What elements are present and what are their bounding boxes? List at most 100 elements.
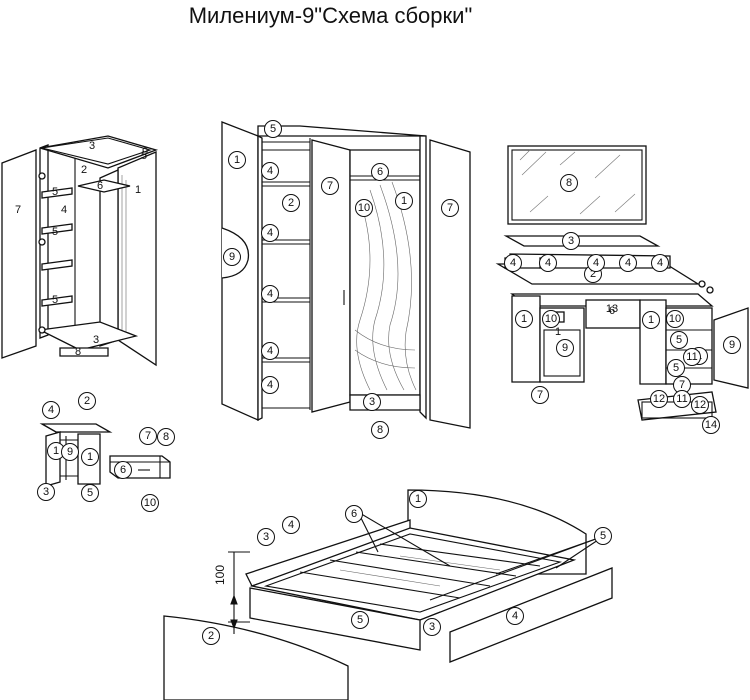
part-label-text: 4 xyxy=(593,257,599,269)
part-label-circle xyxy=(345,505,363,523)
part-label-circle xyxy=(261,376,279,394)
bed-part-label: 5 xyxy=(351,611,369,629)
part-label-circle xyxy=(363,393,381,411)
dresser-part-label: 1 xyxy=(515,310,533,328)
cabinet-part-label: 5 xyxy=(52,186,58,198)
bed-part-label: 4 xyxy=(506,607,524,625)
nightstand-part-label: 7 xyxy=(139,427,157,445)
part-label-text: 3 xyxy=(43,486,49,498)
part-label-text: 4 xyxy=(267,165,273,177)
part-label-text: 6 xyxy=(97,180,103,192)
part-label-circle xyxy=(702,416,720,434)
dresser-part-label: 5 xyxy=(667,359,685,377)
part-label-text: 4 xyxy=(288,519,294,531)
wardrobe-part-label: 6 xyxy=(371,163,389,181)
part-label-text: 4 xyxy=(510,257,516,269)
part-label-text: 12 xyxy=(653,393,665,405)
part-label-circle xyxy=(650,390,668,408)
part-label-text: 10 xyxy=(545,313,557,325)
part-label-text: 4 xyxy=(267,379,273,391)
part-label-circle xyxy=(539,254,557,272)
dresser-drawing xyxy=(495,145,749,421)
part-label-circle xyxy=(423,618,441,636)
wardrobe-part-label: 4 xyxy=(261,285,279,303)
part-label-text: 13 xyxy=(606,303,618,315)
part-label-text: 1 xyxy=(234,154,240,166)
part-label-text: 7 xyxy=(327,180,333,192)
wardrobe-drawing xyxy=(221,121,471,429)
part-label-circle xyxy=(506,607,524,625)
cabinet-part-label: 2 xyxy=(81,164,87,176)
dresser-part-label: 14 xyxy=(702,416,720,434)
part-label-text: 4 xyxy=(267,288,273,300)
part-label-text: 2 xyxy=(81,164,87,176)
part-label-text: 6 xyxy=(351,508,357,520)
wardrobe-part-label: 4 xyxy=(261,376,279,394)
part-label-circle xyxy=(670,331,688,349)
cabinet-part-label: 5 xyxy=(52,226,58,238)
part-label-text: 5 xyxy=(141,150,147,162)
cabinet-part-label: 1 xyxy=(135,184,141,196)
part-label-text: 1 xyxy=(648,314,654,326)
part-label-text: 4 xyxy=(625,257,631,269)
part-label-circle xyxy=(37,483,55,501)
part-label-circle xyxy=(42,401,60,419)
dresser-part-label: 11 xyxy=(683,348,701,366)
part-label-text: 7 xyxy=(15,204,21,216)
part-label-text: 1 xyxy=(135,184,141,196)
part-label-text: 1 xyxy=(87,451,93,463)
part-label-circle xyxy=(683,348,701,366)
part-label-text: 9 xyxy=(142,146,148,158)
diagram-title: Милениум-9"Схема сборки" xyxy=(188,3,473,28)
part-label-text: 1 xyxy=(401,195,407,207)
part-label-circle xyxy=(282,194,300,212)
corner-cabinet-drawing xyxy=(1,135,159,367)
dresser-part-label: 9 xyxy=(723,336,741,354)
part-label-text: 6 xyxy=(120,464,126,476)
part-label-circle xyxy=(642,311,660,329)
part-label-text: 4 xyxy=(545,257,551,269)
dresser-part-label: 12 xyxy=(650,390,668,408)
part-label-text: 9 xyxy=(562,342,568,354)
part-label-circle xyxy=(560,174,578,192)
wardrobe-part-label: 1 xyxy=(228,151,246,169)
part-label-text: 5 xyxy=(87,487,93,499)
part-label-text: 1 xyxy=(521,313,527,325)
dresser-part-label: 4 xyxy=(587,254,605,272)
part-label-text: 9 xyxy=(67,446,73,458)
part-label-text: 14 xyxy=(705,419,717,431)
part-label-text: 3 xyxy=(263,531,269,543)
part-label-circle xyxy=(257,528,275,546)
bed-part-label: 3 xyxy=(423,618,441,636)
wardrobe-part-label: 8 xyxy=(371,421,389,439)
part-label-circle xyxy=(673,390,691,408)
part-label-text: 3 xyxy=(89,140,95,152)
wardrobe-part-label: 2 xyxy=(282,194,300,212)
dresser-part-label: 4 xyxy=(504,254,522,272)
part-label-circle xyxy=(321,177,339,195)
part-label-circle xyxy=(371,163,389,181)
part-label-circle xyxy=(651,254,669,272)
part-label-text: 4 xyxy=(512,610,518,622)
part-label-circle xyxy=(261,224,279,242)
part-label-text: 6 xyxy=(609,305,615,317)
bed-part-label: 6 xyxy=(345,505,363,523)
dresser-part-label: 9 xyxy=(556,339,574,357)
part-label-circle xyxy=(261,285,279,303)
part-label-circle xyxy=(515,310,533,328)
nightstand-part-label: 3 xyxy=(37,483,55,501)
part-label-circle xyxy=(261,342,279,360)
wardrobe-part-label: 7 xyxy=(441,199,459,217)
part-label-circle xyxy=(61,443,79,461)
dresser-part-label: 11 xyxy=(673,390,691,408)
part-label-circle xyxy=(409,490,427,508)
part-label-text: 10 xyxy=(669,313,681,325)
part-label-text: 8 xyxy=(75,346,81,358)
part-label-text: 4 xyxy=(657,257,663,269)
part-label-text: 9 xyxy=(229,251,235,263)
part-label-circle xyxy=(139,427,157,445)
nightstand-part-label: 10 xyxy=(141,494,159,512)
part-label-text: 2 xyxy=(288,197,294,209)
part-label-circle xyxy=(441,199,459,217)
